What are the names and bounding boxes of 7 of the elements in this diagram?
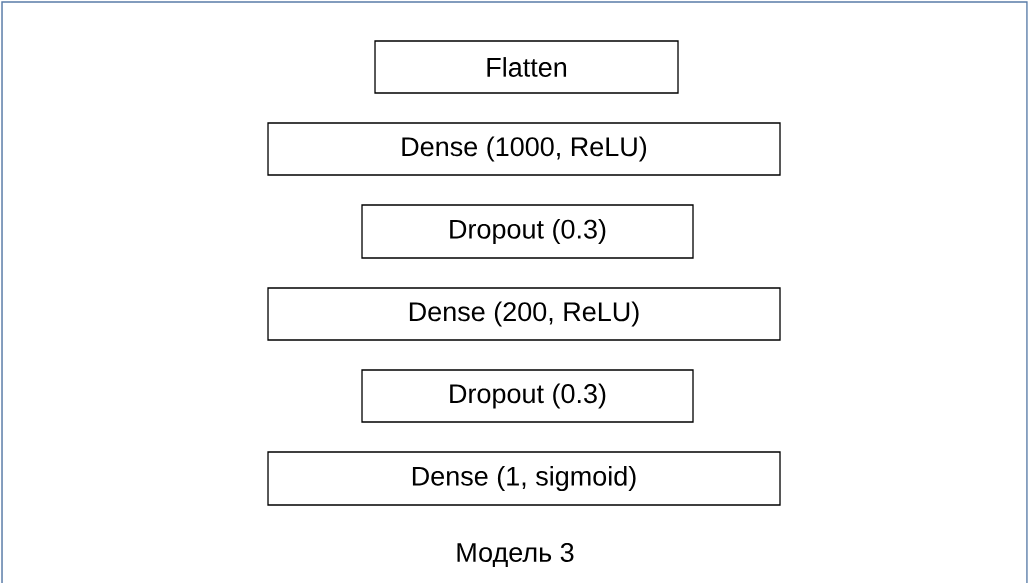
- layer-box: Flatten: [374, 40, 679, 94]
- layer-box: Dropout (0.3): [361, 204, 694, 259]
- layer-box: Dense (1, sigmoid): [267, 451, 781, 506]
- caption: Модель 3: [457, 542, 574, 568]
- layer-box: Dropout (0.3): [361, 369, 694, 423]
- layer-box: Dense (1000, ReLU): [267, 122, 781, 176]
- layer-box: Dense (200, ReLU): [267, 287, 781, 341]
